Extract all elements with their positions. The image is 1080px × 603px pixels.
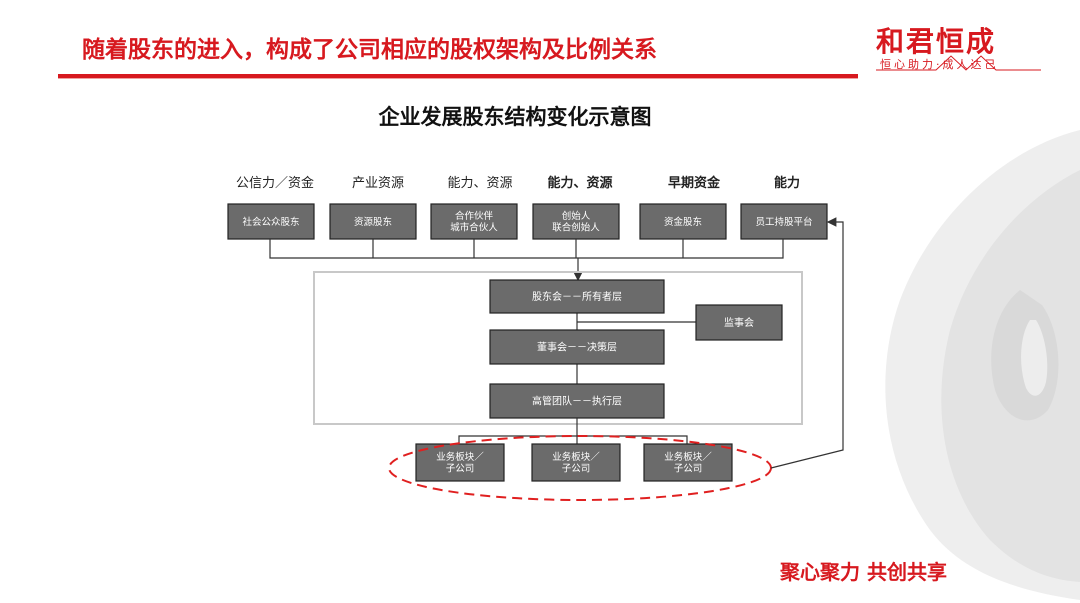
category-label: 产业资源 — [352, 176, 404, 191]
category-label: 能力、资源 — [547, 175, 612, 191]
shareholder-box-label: 城市合伙人 — [450, 222, 498, 234]
logo-tagline: 恒心助力·成人达己 — [880, 58, 999, 71]
management-box-label: 高管团队－－执行层 — [532, 395, 622, 408]
subsidiary-box-rect — [415, 443, 505, 482]
category-label: 能力 — [774, 175, 800, 191]
shareholder-box-label: 社会公众股东 — [242, 216, 299, 228]
shareholder-box-label: 联合创始人 — [552, 222, 600, 234]
board-box-rect — [489, 329, 665, 365]
shareholder-box: 社会公众股东 — [227, 203, 315, 240]
category-labels: 公信力／资金 产业资源 能力、资源 能力、资源 早期资金 能力 — [236, 175, 800, 191]
board-box-label: 董事会－－决策层 — [537, 341, 617, 354]
logo-underline-icon — [876, 55, 1041, 71]
subsidiary-box: 业务板块／子公司 — [415, 443, 505, 482]
shareholder-connectors — [269, 239, 784, 282]
subsidiary-box-label: 子公司 — [446, 464, 475, 475]
page-title: 随着股东的进入，构成了公司相应的股权架构及比例关系 — [82, 37, 657, 63]
category-label: 早期资金 — [668, 175, 721, 191]
shareholder-box-label: 资金股东 — [664, 216, 702, 228]
subsidiary-box-label: 子公司 — [562, 464, 591, 475]
shareholder-box-rect — [740, 203, 828, 240]
category-label: 能力、资源 — [447, 176, 512, 191]
shareholder-box-label: 资源股东 — [354, 216, 392, 228]
shareholder-box: 资金股东 — [639, 203, 727, 240]
shareholders-meeting-box-rect — [489, 279, 665, 314]
shareholders-meeting-box-label: 股东会－－所有者层 — [532, 290, 622, 303]
subsidiary-box-rect — [643, 443, 733, 482]
subsidiary-box: 业务板块／子公司 — [643, 443, 733, 482]
company-logo: 和君恒成 恒心助力·成人达己 — [876, 20, 1041, 75]
subsidiary-box-label: 业务板块／ — [552, 451, 600, 463]
diagram-title: 企业发展股东结构变化示意图 — [378, 104, 652, 129]
shareholder-box-label: 员工持股平台 — [755, 216, 812, 228]
logo-name: 和君恒成 — [876, 25, 997, 58]
shareholders-meeting-box: 股东会－－所有者层 — [489, 279, 665, 314]
shareholder-box-label: 创始人 — [562, 210, 591, 222]
supervisory-board-box-label: 监事会 — [724, 316, 754, 329]
shareholder-box: 资源股东 — [329, 203, 417, 240]
subsidiary-box-label: 业务板块／ — [664, 451, 712, 463]
subsidiary-box: 业务板块／子公司 — [531, 443, 621, 482]
feedback-connector — [770, 217, 844, 469]
subsidiary-box-label: 子公司 — [674, 464, 703, 475]
supervisory-board-box: 监事会 — [695, 304, 783, 341]
footer-slogan: 聚心聚力 共创共享 — [780, 560, 947, 584]
management-box: 高管团队－－执行层 — [489, 383, 665, 419]
governance-connectors — [576, 313, 696, 384]
subsidiary-box-rect — [531, 443, 621, 482]
shareholder-box-rect — [639, 203, 727, 240]
shareholder-box-label: 合作伙伴 — [455, 210, 494, 222]
brush-stroke-decoration — [885, 130, 1080, 600]
header-rule-thin — [58, 78, 858, 79]
board-box: 董事会－－决策层 — [489, 329, 665, 365]
shareholder-box: 员工持股平台 — [740, 203, 828, 240]
category-label: 公信力／资金 — [236, 175, 314, 191]
subsidiary-box-label: 业务板块／ — [436, 451, 484, 463]
shareholder-boxes: 社会公众股东资源股东合作伙伴城市合伙人创始人联合创始人资金股东员工持股平台 — [227, 203, 828, 240]
header-rule — [58, 74, 858, 78]
shareholder-box-rect — [227, 203, 315, 240]
supervisory-board-box-rect — [695, 304, 783, 341]
governance-frame — [313, 271, 803, 425]
shareholder-box-rect — [532, 203, 620, 240]
subsidiary-connectors — [458, 418, 688, 444]
